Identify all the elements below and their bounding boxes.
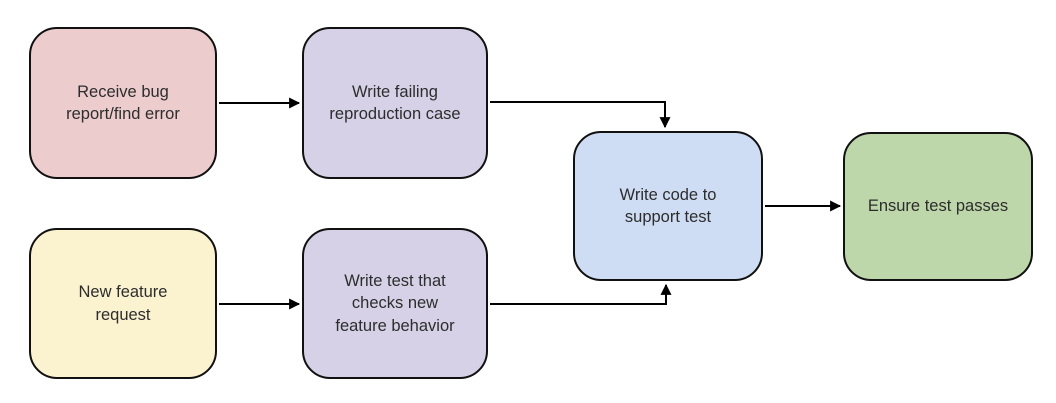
- flow-node-write-failing-repro-case: Write failing reproduction case: [302, 27, 488, 179]
- flow-node-label: New feature request: [78, 283, 168, 324]
- flow-node-write-code-support-test: Write code to support test: [573, 131, 763, 281]
- flow-node-ensure-test-passes: Ensure test passes: [843, 132, 1033, 281]
- arrow-repro-to-code: [490, 101, 671, 129]
- flow-node-label: Receive bug report/find error: [66, 82, 180, 123]
- flow-node-new-feature-request: New feature request: [29, 228, 217, 379]
- flow-node-label: Ensure test passes: [867, 197, 1009, 216]
- flow-node-label: Write failing reproduction case: [329, 82, 461, 123]
- flow-node-label: Write code to support test: [619, 185, 717, 226]
- flow-node-label: Write test that checks new feature behav…: [335, 272, 455, 335]
- arrow-test-to-code: [490, 283, 672, 305]
- flow-node-receive-bug-report: Receive bug report/find error: [29, 27, 217, 179]
- flow-node-write-test-new-feature: Write test that checks new feature behav…: [302, 228, 488, 379]
